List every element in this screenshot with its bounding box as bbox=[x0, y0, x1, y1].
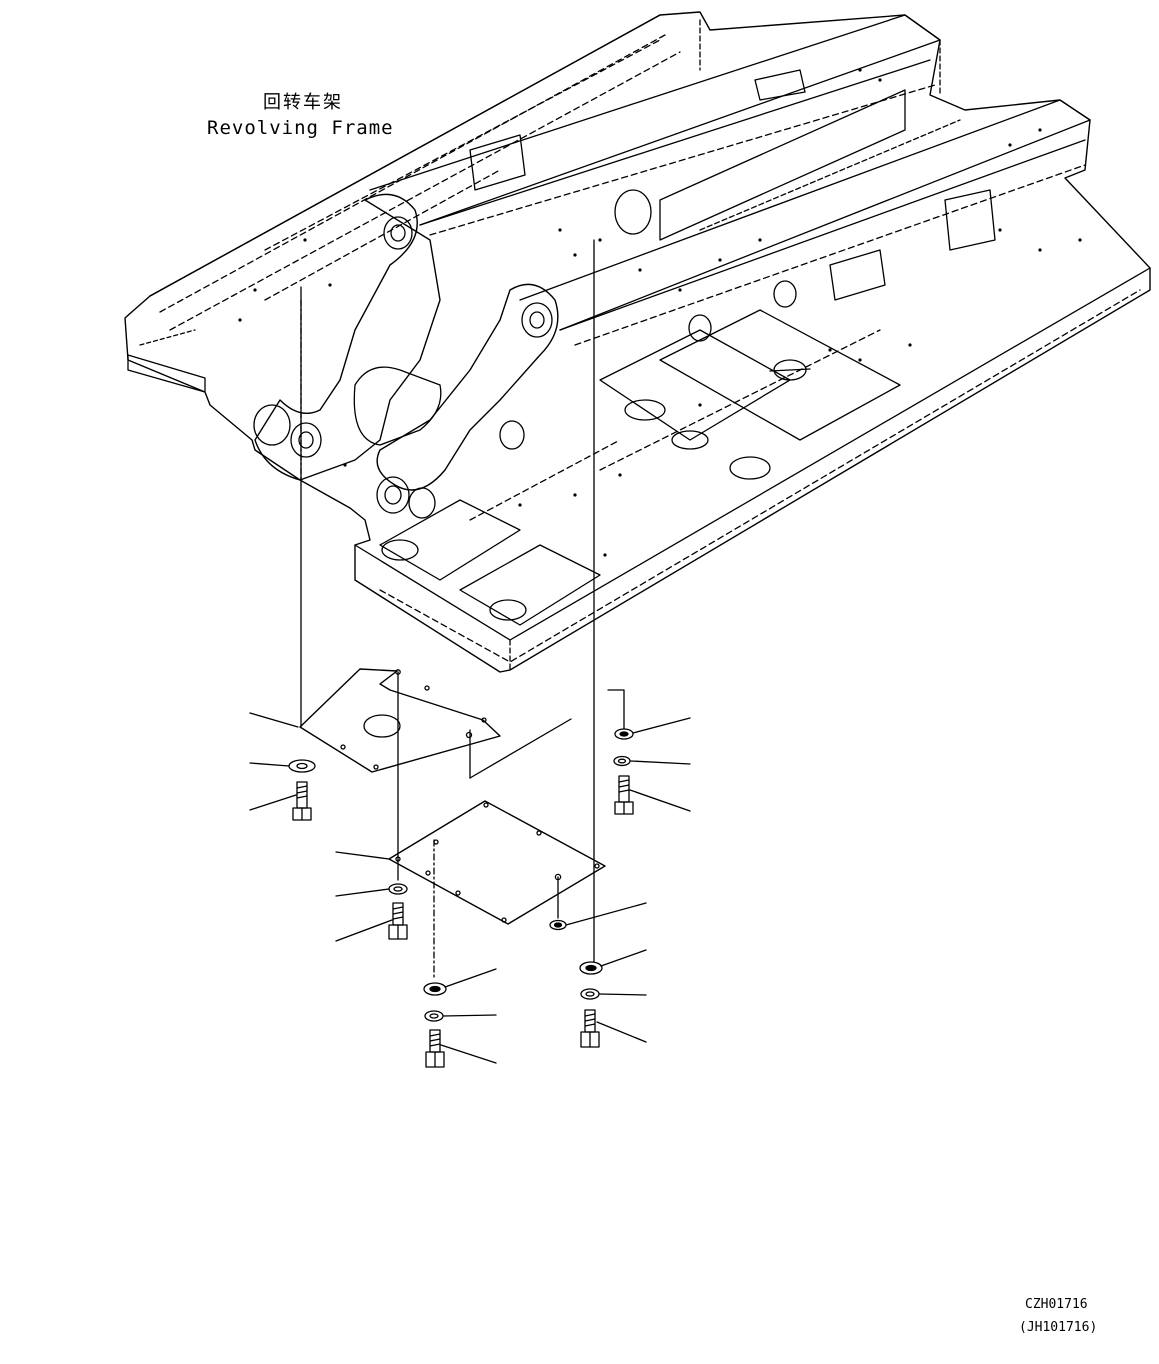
washer-mid-left bbox=[389, 884, 407, 894]
bolts bbox=[293, 776, 633, 1067]
bolt-left bbox=[293, 782, 311, 820]
frame-title-chinese: 回转车架 bbox=[263, 92, 343, 113]
washer-rightcol-2 bbox=[614, 757, 630, 766]
callout-leaders bbox=[250, 690, 690, 1063]
washer-rightcol-1 bbox=[615, 729, 633, 739]
bolt-right-top bbox=[615, 776, 633, 814]
rear-cover-plate bbox=[389, 801, 605, 924]
washer-left-flat bbox=[289, 760, 315, 772]
bolt-bottom-right bbox=[581, 1010, 599, 1047]
front-cover-plate bbox=[300, 669, 500, 772]
bolt-mid-left bbox=[389, 903, 407, 939]
washer-bottom-left-1 bbox=[424, 983, 446, 995]
assembly-center-lines bbox=[301, 240, 594, 978]
revolving-frame bbox=[125, 12, 1150, 672]
frame-title-english: Revolving Frame bbox=[207, 117, 394, 139]
bolt-bottom-left bbox=[426, 1030, 444, 1067]
washer-bottom-left-2 bbox=[425, 1011, 443, 1021]
washer-center bbox=[550, 921, 566, 930]
washers bbox=[289, 729, 633, 1021]
drawing-code: CZH01716 bbox=[1025, 1297, 1088, 1312]
washer-bottom-right-1 bbox=[580, 962, 602, 974]
drawing-code-secondary: (JH101716) bbox=[1019, 1320, 1098, 1335]
washer-bottom-right-2 bbox=[581, 989, 599, 999]
